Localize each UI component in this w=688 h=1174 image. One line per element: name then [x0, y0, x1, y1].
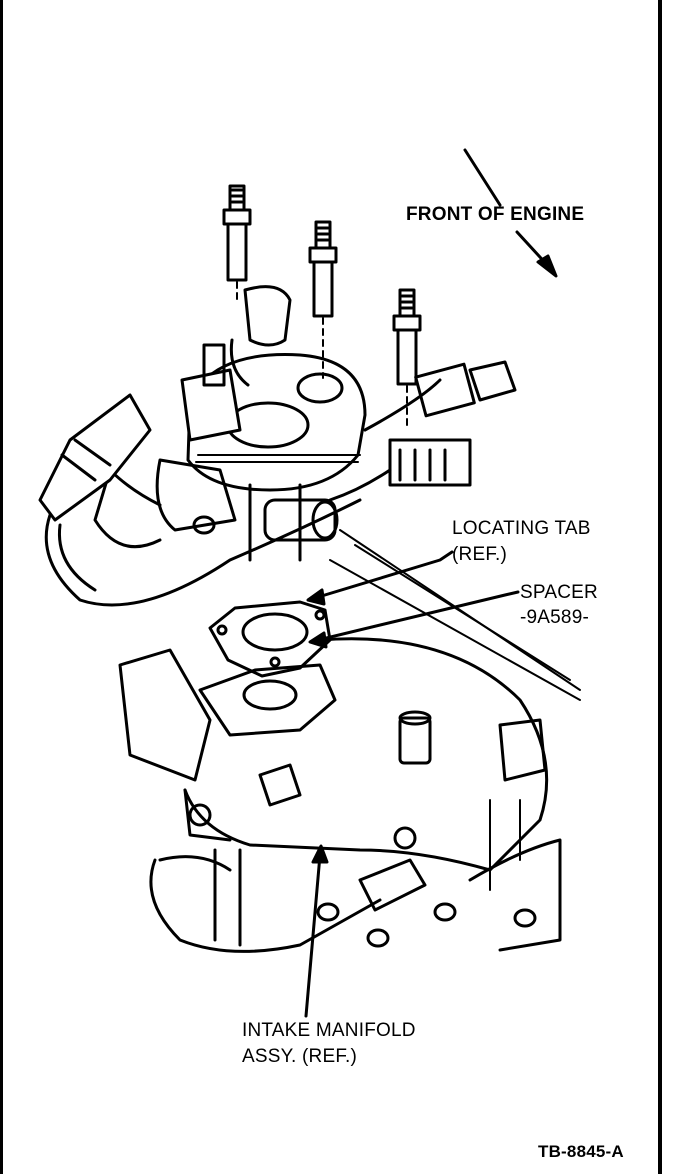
frame-left-border	[0, 0, 3, 1174]
stud-bolt-3	[392, 288, 422, 431]
frame-right-border	[658, 0, 662, 1174]
leader-intake-manifold	[304, 844, 329, 1018]
spacer-part-number: -9A589-	[520, 607, 589, 628]
stud-bolt-2	[308, 220, 338, 379]
spacer-label: SPACER	[520, 582, 598, 603]
front-of-engine-label: FRONT OF ENGINE	[406, 204, 585, 225]
throttle-body	[93, 285, 367, 562]
front-direction-arrow	[463, 148, 558, 278]
intake-manifold-ref-label: ASSY. (REF.)	[242, 1046, 358, 1067]
stud-bolt-1	[222, 184, 252, 301]
intake-manifold	[118, 529, 581, 953]
leader-locating-tab	[306, 550, 454, 606]
locating-tab-label: LOCATING TAB	[452, 518, 591, 539]
locating-tab-ref-label: (REF.)	[452, 544, 508, 565]
figure-id: TB-8845-A	[538, 1142, 624, 1161]
leader-spacer	[308, 590, 520, 649]
wiring-harness	[38, 360, 517, 607]
intake-manifold-label: INTAKE MANIFOLD	[242, 1020, 416, 1041]
